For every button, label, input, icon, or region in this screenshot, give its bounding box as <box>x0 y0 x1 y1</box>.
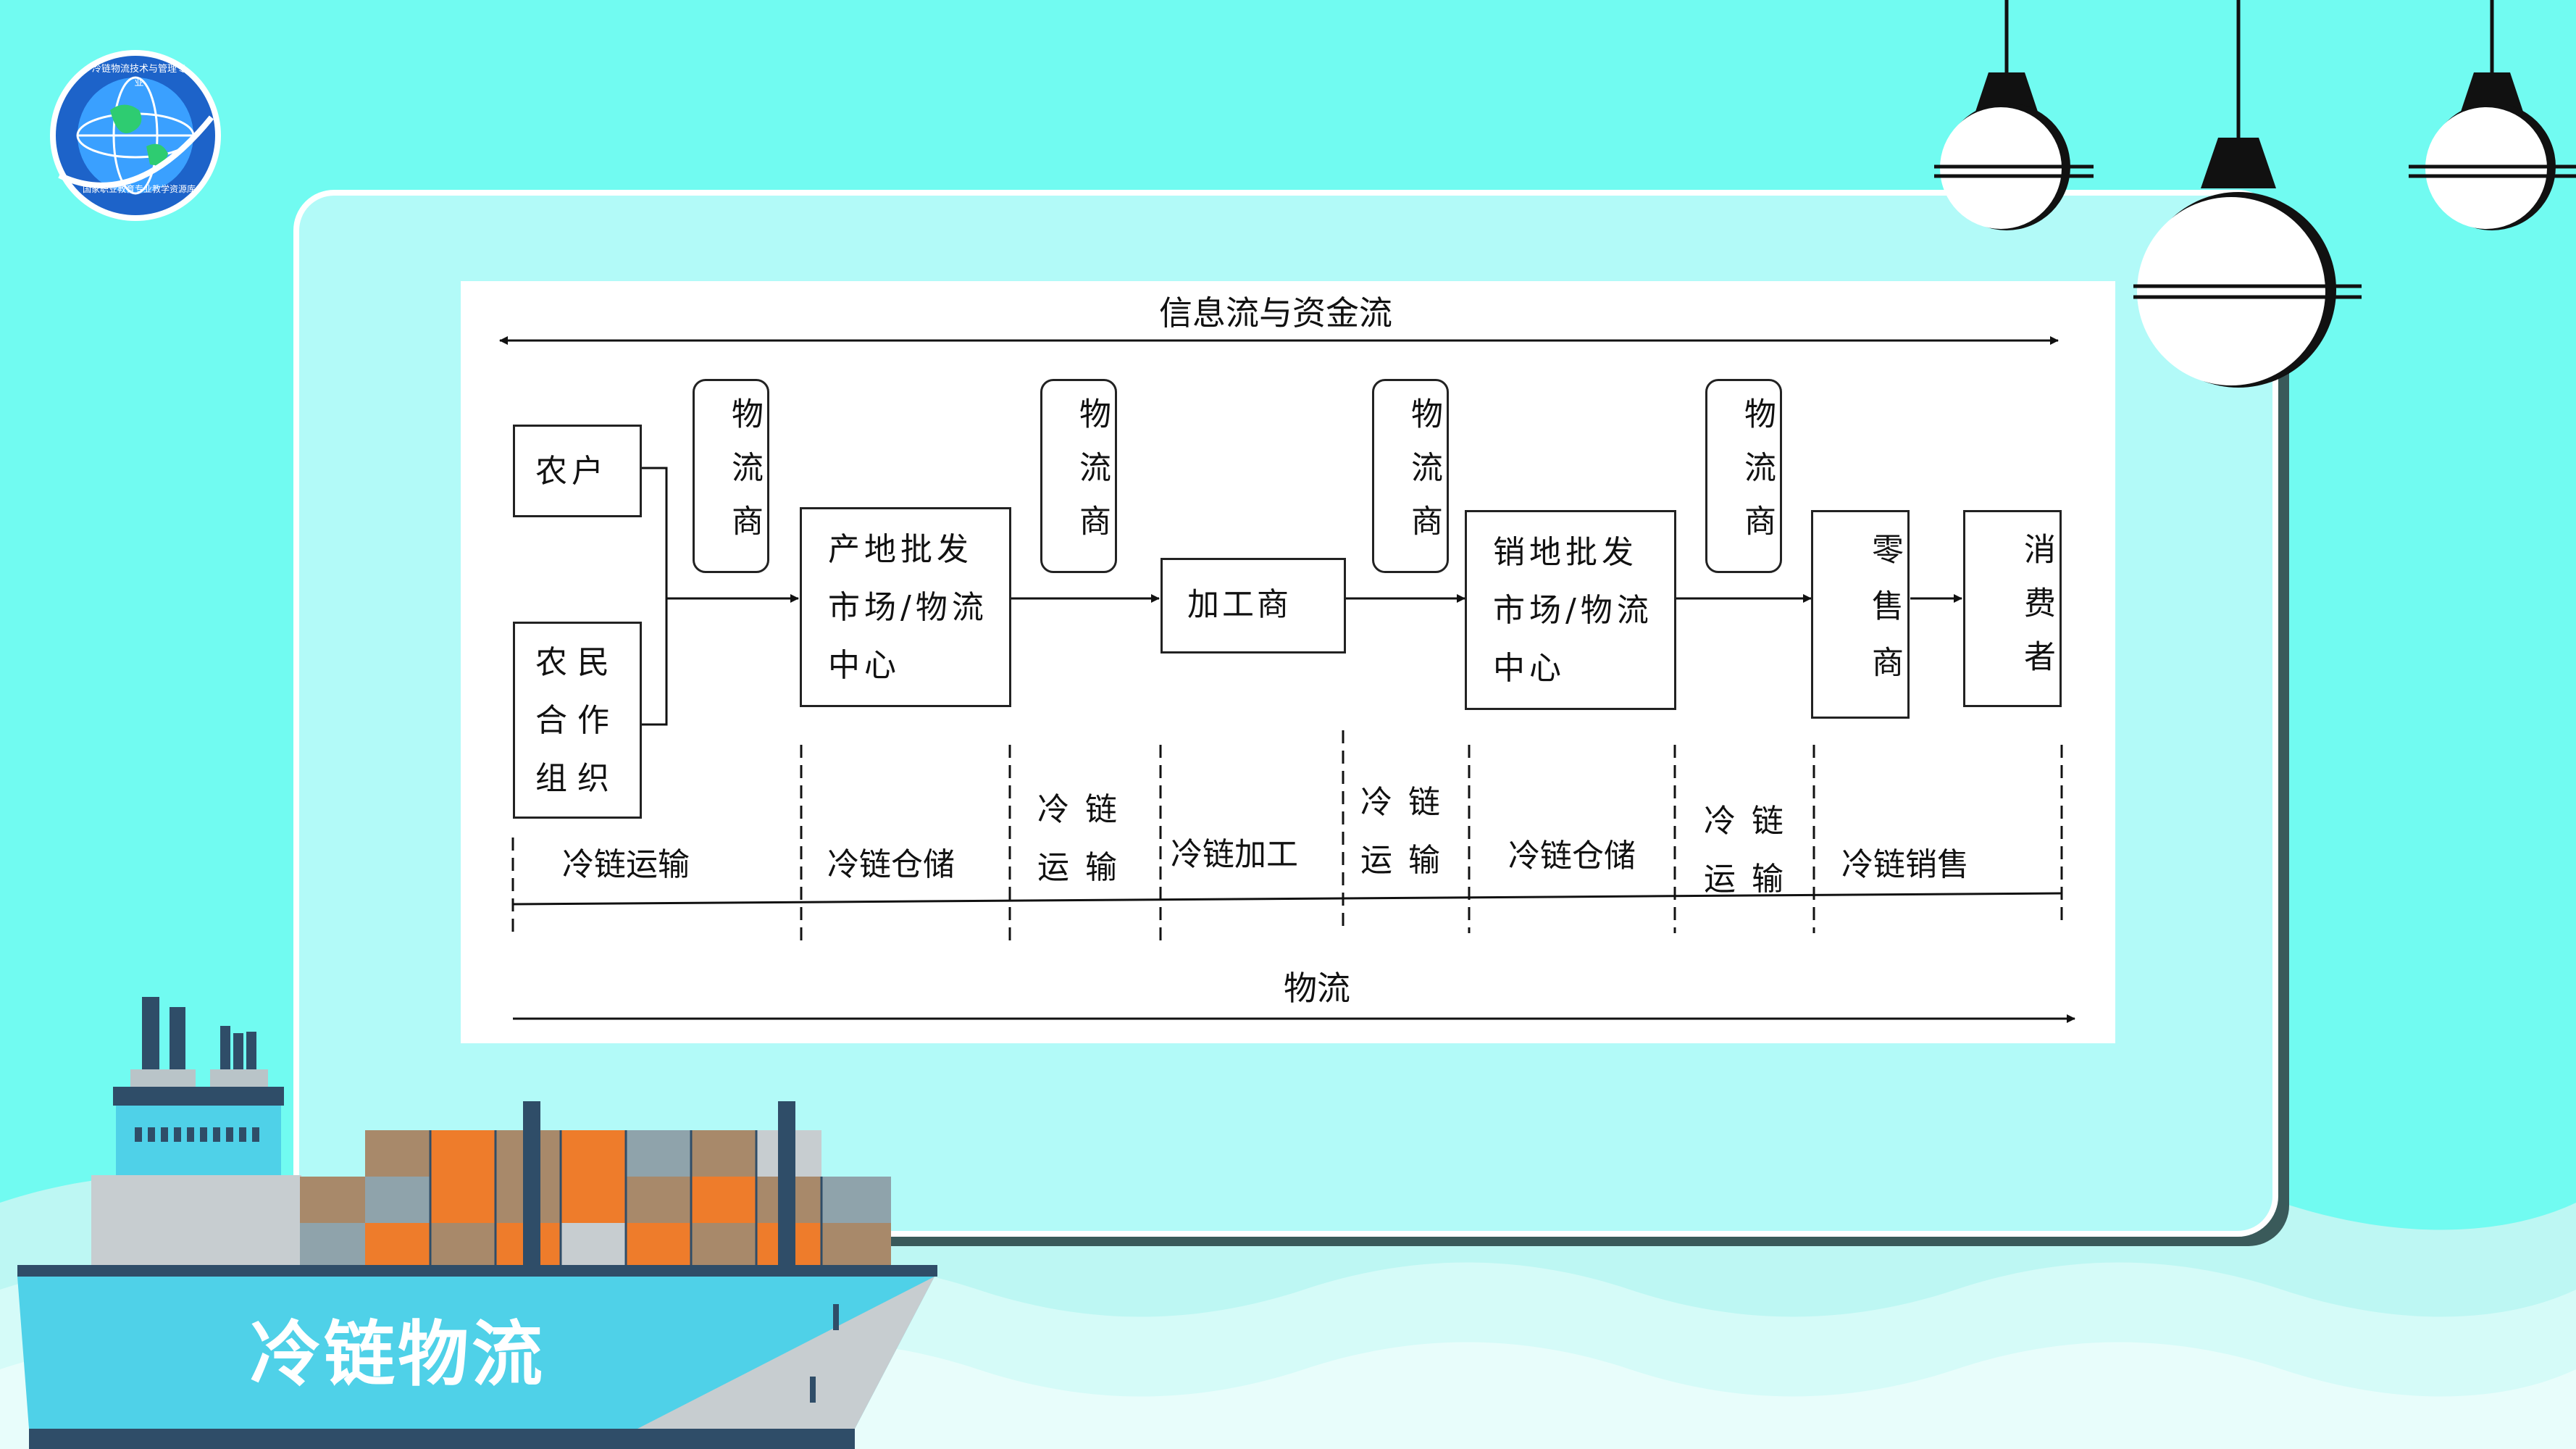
logistics-provider-label: 物流商 <box>726 397 763 558</box>
logistics-provider-box-2: 物流商 <box>1040 379 1117 573</box>
stage-label: 冷链仓储 <box>827 846 955 883</box>
logo: 冷链物流技术与管理专业 国家职业教育专业教学资源库 <box>45 45 226 226</box>
retailer-box: 零售商 <box>1811 510 1910 719</box>
logistics-provider-box-1: 物流商 <box>693 379 769 573</box>
cooperative-label: 农民 合作 组织 <box>535 644 619 797</box>
farmer-label: 农户 <box>535 453 608 490</box>
logistics-provider-label: 物流商 <box>1739 397 1776 558</box>
logo-bottom-text: 国家职业教育专业教学资源库 <box>82 184 196 194</box>
processor-box: 加工商 <box>1161 558 1346 653</box>
consumer-box: 消费者 <box>1963 510 2062 707</box>
hanging-lamps <box>1934 0 2576 388</box>
logistics-provider-box-3: 物流商 <box>1372 379 1449 573</box>
stage-label: 冷链仓储 <box>1508 838 1636 874</box>
logo-top-text: 冷链物流技术与管理专业 <box>91 64 186 88</box>
consumer-label: 消费者 <box>2018 533 2055 693</box>
destination-market-label: 销地批发 市场/物流 中心 <box>1493 534 1653 687</box>
lamp-icon <box>2133 0 2362 388</box>
stage-label: 冷链加工 <box>1171 836 1298 873</box>
logistics-provider-label: 物流商 <box>1074 397 1111 558</box>
stage-label: 冷链 运输 <box>1360 784 1456 879</box>
info-flow-label: 信息流与资金流 <box>1159 293 1392 333</box>
stage-label: 冷链销售 <box>1841 846 1969 883</box>
slide-title: 冷链物流 <box>250 1314 546 1396</box>
logistics-provider-box-4: 物流商 <box>1705 379 1782 573</box>
lamp-icon <box>1934 0 2094 230</box>
stage-label: 冷链 运输 <box>1037 791 1133 886</box>
supply-chain-diagram: 信息流与资金流 物流 农户 农民 合作 组织 物流商 物流商 物流商 物流商 产… <box>461 281 2115 1043</box>
origin-market-box: 产地批发 市场/物流 中心 <box>800 507 1011 707</box>
cooperative-box: 农民 合作 组织 <box>513 622 642 819</box>
stage-label: 冷链 运输 <box>1704 803 1799 898</box>
processor-label: 加工商 <box>1187 586 1292 623</box>
diagram-lines <box>499 336 2075 1023</box>
logistics-provider-label: 物流商 <box>1405 397 1442 558</box>
cargo-ship-illustration <box>17 997 937 1449</box>
retailer-label: 零售商 <box>1866 533 1903 702</box>
lamp-icon <box>2409 0 2576 230</box>
stage-label: 冷链运输 <box>562 846 690 883</box>
origin-market-label: 产地批发 市场/物流 中心 <box>828 531 988 684</box>
destination-market-box: 销地批发 市场/物流 中心 <box>1465 510 1676 710</box>
farmer-box: 农户 <box>513 425 642 517</box>
logistics-flow-label: 物流 <box>1284 969 1350 1008</box>
globe-logo-icon <box>50 50 221 221</box>
